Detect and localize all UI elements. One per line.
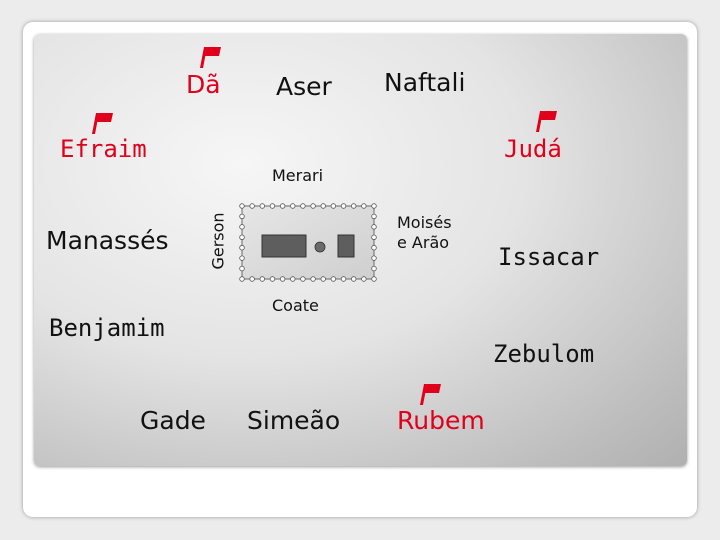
fence-post [269, 203, 276, 209]
levite-label-gerson: Gerson [208, 212, 228, 270]
fence-post [239, 255, 245, 261]
tribe-label-zebulom: Zebulom [493, 340, 595, 368]
fence-post [361, 203, 367, 209]
fence-post [350, 203, 357, 209]
tribe-label-naftali: Naftali [384, 68, 466, 97]
tribe-label-juda: Judá [504, 135, 562, 163]
levite-label-moises: Moisés [397, 213, 452, 232]
fence-post [239, 265, 245, 272]
fence-post [330, 276, 337, 282]
fence-post [371, 276, 377, 282]
fence-post [310, 203, 316, 209]
fence-post [239, 245, 245, 251]
fence-post [340, 203, 347, 209]
fence-post [290, 276, 296, 282]
levite-label-merari: Merari [272, 166, 324, 185]
fence-post [320, 203, 326, 209]
tribe-label-simeao: Simeão [247, 406, 341, 435]
fence-post [279, 276, 286, 282]
fence-post [239, 203, 245, 209]
levite-label-coate: Coate [272, 296, 319, 315]
fence-post [259, 276, 266, 282]
levite-label-arao: e Arão [397, 233, 450, 252]
tribe-label-gade: Gade [140, 406, 206, 435]
fence-post [259, 203, 266, 209]
tribe-label-da: Dã [186, 70, 221, 99]
tribe-label-efraim: Efraim [60, 135, 147, 163]
tribe-label-benjamim: Benjamim [49, 314, 165, 342]
fence-post [300, 276, 306, 282]
fence-post [361, 276, 367, 282]
laver-icon [314, 241, 326, 253]
flag-icon [200, 47, 221, 68]
fence-post [279, 203, 286, 209]
fence-post [239, 224, 245, 230]
fence-post [350, 276, 357, 282]
fence-post [371, 245, 377, 251]
tent-of-meeting-icon [261, 234, 307, 258]
fence-post [371, 234, 377, 240]
fence-post [371, 203, 377, 209]
fence-post [310, 276, 316, 282]
flag-icon [420, 384, 441, 405]
tribe-label-rubem: Rubem [397, 406, 485, 435]
fence-post [371, 265, 377, 272]
fence-post [239, 213, 245, 220]
tribe-label-manasses: Manassés [46, 226, 169, 255]
fence-post [249, 203, 255, 209]
fence-post [290, 203, 296, 209]
fence-post [320, 276, 326, 282]
fence-post [330, 203, 337, 209]
fence-post [371, 224, 377, 230]
tribe-label-aser: Aser [276, 72, 332, 101]
fence-post [269, 276, 276, 282]
fence-post [371, 213, 377, 220]
flag-icon [92, 113, 113, 134]
fence-post [300, 203, 306, 209]
fence-post [340, 276, 347, 282]
tribe-label-issacar: Issacar [498, 243, 600, 271]
flag-icon [536, 111, 557, 132]
fence-post [239, 276, 245, 282]
altar-icon [337, 234, 355, 258]
tabernacle-courtyard [239, 203, 377, 282]
fence-post [239, 234, 245, 240]
fence-post [249, 276, 255, 282]
fence-post [371, 255, 377, 261]
